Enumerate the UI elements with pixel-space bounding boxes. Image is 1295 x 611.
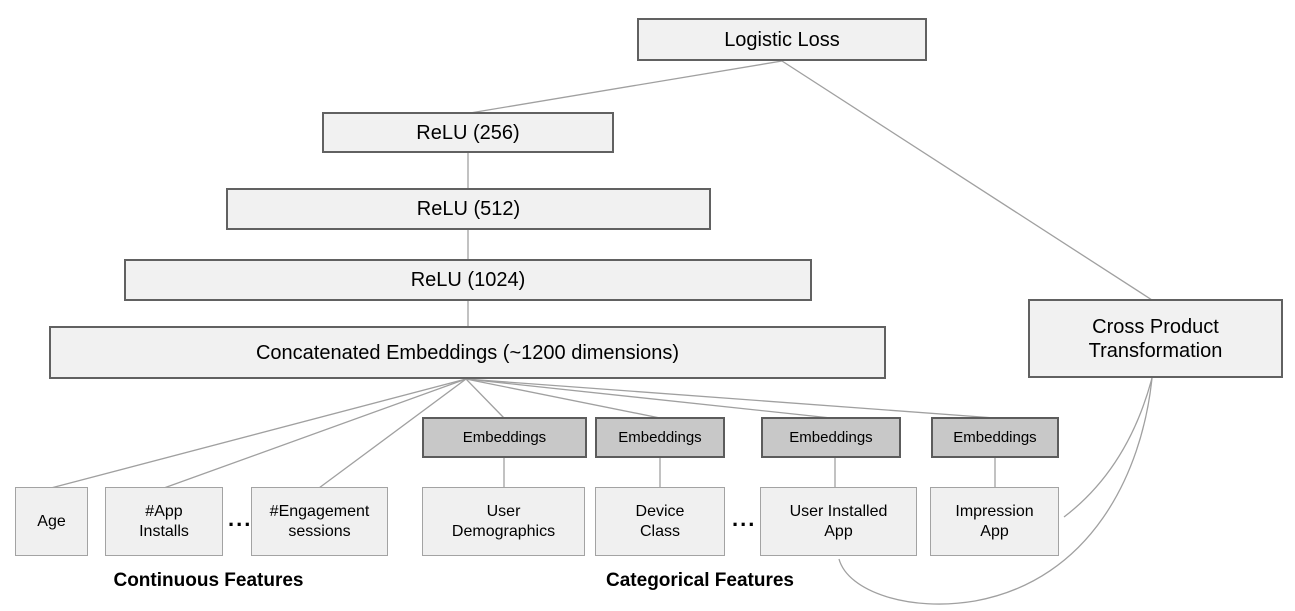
categorical-ellipsis: ... bbox=[732, 506, 757, 531]
edge-concat-embeddings2 bbox=[465, 378, 661, 419]
edge-crossproduct-impressionapp bbox=[1063, 377, 1153, 518]
node-cross-product-transformation: Cross Product Transformation bbox=[1028, 299, 1283, 378]
edge-concat-embeddings4 bbox=[465, 378, 996, 419]
edge-concat-embeddings1 bbox=[465, 378, 505, 419]
edge-concat-engagement bbox=[318, 378, 467, 489]
node-impression-app: Impression App bbox=[930, 487, 1059, 556]
node-logistic-loss: Logistic Loss bbox=[637, 18, 927, 61]
node-relu-1024: ReLU (1024) bbox=[124, 259, 812, 301]
edge-logisticloss-crossproduct bbox=[781, 60, 1153, 301]
node-embeddings-user-installed-app: Embeddings bbox=[761, 417, 901, 458]
edge-concat-appinstalls bbox=[163, 378, 467, 489]
continuous-ellipsis: ... bbox=[228, 506, 253, 531]
node-device-class: Device Class bbox=[595, 487, 725, 556]
node-user-installed-app: User Installed App bbox=[760, 487, 917, 556]
node-app-installs: #App Installs bbox=[105, 487, 223, 556]
node-relu-512: ReLU (512) bbox=[226, 188, 711, 230]
node-concatenated-embeddings: Concatenated Embeddings (~1200 dimension… bbox=[49, 326, 886, 379]
node-embeddings-device-class: Embeddings bbox=[595, 417, 725, 458]
node-embeddings-user-demographics: Embeddings bbox=[422, 417, 587, 458]
continuous-features-label: Continuous Features bbox=[113, 570, 304, 591]
edge-concat-embeddings3 bbox=[465, 378, 832, 419]
categorical-features-label: Categorical Features bbox=[606, 570, 794, 591]
node-engagement-sessions: #Engagement sessions bbox=[251, 487, 388, 556]
edge-crossproduct-userinstalledapp bbox=[838, 377, 1153, 605]
node-relu-256: ReLU (256) bbox=[322, 112, 614, 153]
edge-logisticloss-relu256 bbox=[469, 60, 783, 114]
node-embeddings-impression-app: Embeddings bbox=[931, 417, 1059, 458]
node-user-demographics: User Demographics bbox=[422, 487, 585, 556]
edge-concat-age bbox=[50, 378, 467, 489]
node-age: Age bbox=[15, 487, 88, 556]
